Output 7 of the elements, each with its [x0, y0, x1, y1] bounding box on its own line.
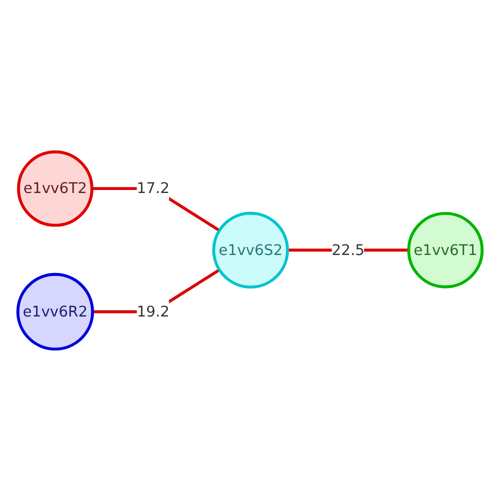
- edge-label: 22.5: [332, 240, 365, 258]
- node-circle: e1vv6R2: [16, 272, 94, 350]
- node-circle: e1vv6S2: [212, 211, 289, 288]
- node-circle: e1vv6T2: [17, 150, 94, 226]
- edge-label: 19.2: [136, 302, 170, 320]
- node-circle: e1vv6T1: [407, 212, 484, 288]
- edge-label: 17.2: [136, 179, 170, 197]
